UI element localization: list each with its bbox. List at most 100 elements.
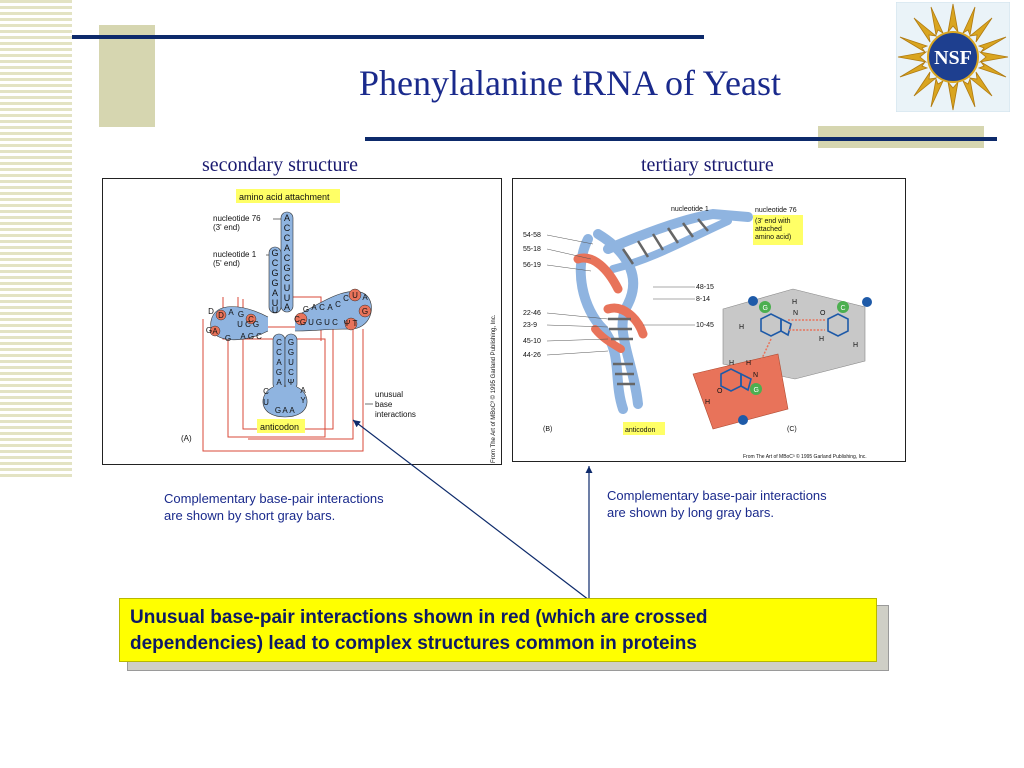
highlight-box: Unusual base-pair interactions shown in …	[119, 598, 877, 662]
svg-text:G: G	[271, 278, 278, 288]
svg-text:C: C	[294, 315, 300, 324]
svg-text:C: C	[276, 348, 282, 357]
svg-text:U: U	[352, 291, 358, 300]
svg-text:H: H	[853, 342, 858, 349]
svg-text:attached: attached	[755, 226, 782, 233]
svg-text:T: T	[353, 319, 358, 328]
panel-label-a: (A)	[181, 434, 192, 443]
svg-text:(3' end with: (3' end with	[755, 218, 791, 225]
molecule-skeleton	[720, 313, 849, 392]
svg-text:C: C	[248, 315, 254, 324]
svg-text:G: G	[238, 310, 244, 319]
svg-text:A: A	[327, 303, 333, 312]
svg-text:N: N	[793, 310, 798, 317]
svg-text:G: G	[271, 248, 278, 258]
base-pair-bars	[608, 218, 709, 386]
unusual-base-plane	[692, 353, 789, 430]
svg-text:A: A	[289, 406, 295, 415]
anticodon-label-a: anticodon	[260, 422, 299, 432]
svg-text:H: H	[792, 299, 797, 306]
decorative-block-top	[99, 25, 155, 127]
svg-text:A: A	[282, 406, 288, 415]
base-g-top: G	[763, 305, 768, 312]
svg-text:U: U	[284, 293, 291, 303]
svg-text:G: G	[253, 320, 259, 329]
cloverleaf-diagram: amino acid attachment nucleotide 76 (3' …	[181, 189, 497, 463]
svg-text:U: U	[263, 398, 269, 407]
svg-text:U: U	[272, 298, 279, 308]
base-g-bottom: G	[754, 387, 759, 394]
svg-text:G: G	[225, 334, 231, 343]
label-54-58: 54-58	[523, 232, 541, 239]
svg-text:C: C	[335, 300, 341, 309]
svg-text:amino acid): amino acid)	[755, 234, 791, 241]
svg-text:C: C	[288, 368, 294, 377]
note-left-line2: are shown by short gray bars.	[164, 508, 336, 523]
svg-text:Ψ: Ψ	[288, 378, 295, 387]
svg-text:Y: Y	[300, 396, 306, 405]
svg-text:U: U	[308, 318, 314, 327]
note-left: Complementary base-pair interactions are…	[164, 490, 384, 524]
svg-text:G: G	[271, 268, 278, 278]
nucleotide-76-label-b: nucleotide 76	[755, 207, 797, 214]
svg-text:C: C	[284, 223, 291, 233]
svg-text:A: A	[228, 308, 234, 317]
svg-text:A: A	[284, 243, 290, 253]
panel-label-c: (C)	[787, 426, 797, 433]
caption-secondary: secondary structure	[202, 154, 359, 176]
svg-text:C: C	[276, 338, 282, 347]
sunburst-icon	[897, 3, 1009, 111]
highlight-line-1: Unusual base-pair interactions shown in …	[130, 607, 708, 628]
svg-text:C: C	[284, 273, 291, 283]
label-44-26: 44-26	[523, 352, 541, 359]
svg-text:G: G	[362, 307, 368, 316]
svg-text:C: C	[319, 303, 325, 312]
svg-text:C: C	[245, 320, 251, 329]
caption-tertiary: tertiary structure	[641, 154, 774, 176]
nsf-logo-text: NSF	[934, 47, 972, 69]
decorative-stripes	[0, 0, 72, 478]
note-right-line1: Complementary base-pair interactions	[607, 488, 827, 503]
svg-text:H: H	[819, 336, 824, 343]
note-right: Complementary base-pair interactions are…	[607, 487, 827, 521]
svg-text:U: U	[288, 358, 294, 367]
svg-text:G: G	[283, 263, 290, 273]
label-45-10: 45-10	[523, 338, 541, 345]
nucleotide-76-end: (3' end)	[213, 223, 240, 232]
slide-title: Phenylalanine tRNA of Yeast	[359, 63, 781, 103]
nucleotide-1-label: nucleotide 1	[213, 250, 257, 259]
svg-text:G: G	[248, 332, 254, 341]
svg-text:G: G	[275, 406, 281, 415]
svg-text:H: H	[729, 360, 734, 367]
svg-text:A: A	[272, 288, 278, 298]
ribbon-helix	[573, 208, 753, 414]
figure-secondary-structure: amino acid attachment nucleotide 76 (3' …	[102, 178, 502, 465]
label-55-18: 55-18	[523, 246, 541, 253]
label-23-9: 23-9	[523, 322, 537, 329]
svg-text:U: U	[237, 320, 243, 329]
svg-text:A: A	[276, 378, 282, 387]
base-pair-plane	[722, 288, 866, 380]
svg-text:G: G	[206, 326, 212, 335]
svg-text:C: C	[332, 318, 338, 327]
highlight-line-2: dependencies) lead to complex structures…	[130, 633, 697, 654]
label-8-14: 8-14	[696, 296, 710, 303]
arrow-to-secondary	[352, 419, 590, 601]
amino-acid-attachment-label: amino acid attachment	[239, 192, 330, 202]
svg-text:O: O	[820, 310, 826, 317]
svg-text:C: C	[256, 332, 262, 341]
svg-text:U: U	[272, 305, 279, 315]
svg-text:H: H	[739, 324, 744, 331]
svg-text:A: A	[276, 358, 282, 367]
svg-text:D: D	[218, 311, 224, 320]
svg-text:C: C	[343, 294, 349, 303]
svg-text:Ψ: Ψ	[344, 319, 351, 328]
svg-text:A: A	[311, 303, 317, 312]
note-left-line1: Complementary base-pair interactions	[164, 491, 384, 506]
svg-text:C: C	[272, 258, 279, 268]
base-c: C	[841, 305, 846, 312]
label-48-15: 48-15	[696, 284, 714, 291]
svg-text:U: U	[324, 318, 330, 327]
copyright-bc: From The Art of MBoC³ © 1995 Garland Pub…	[743, 453, 867, 460]
